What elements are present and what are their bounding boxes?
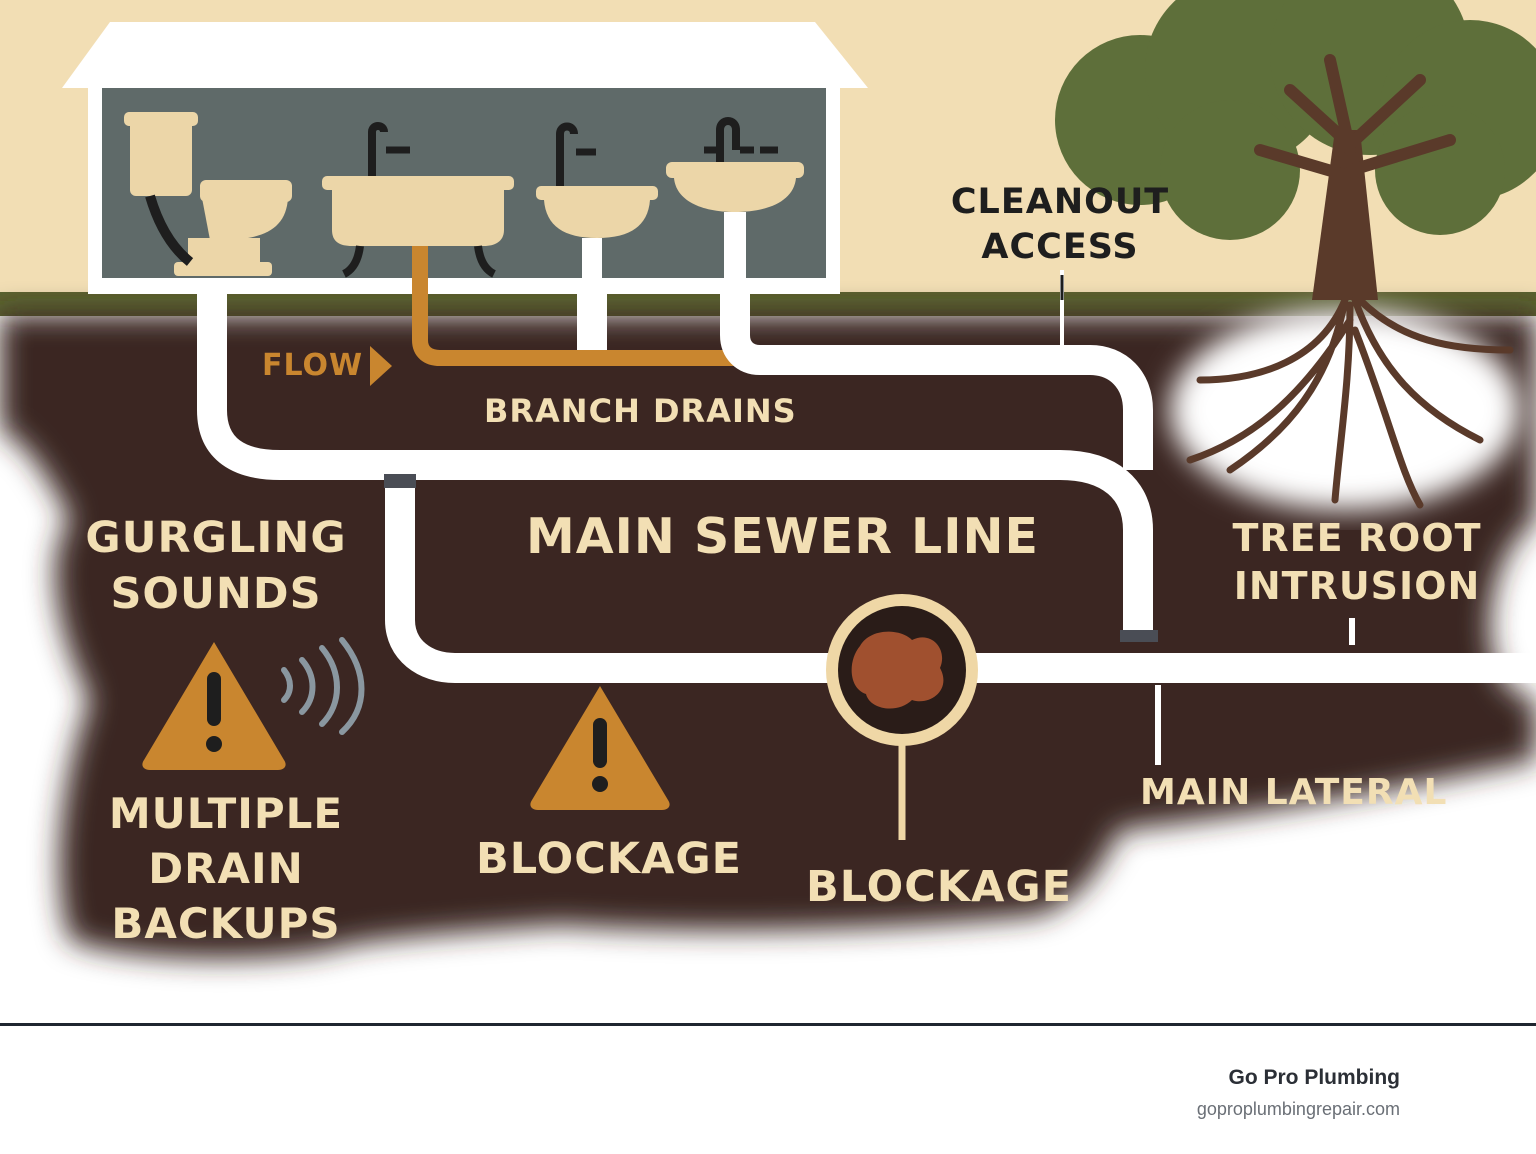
blockage-magnifier-label: BLOCKAGE bbox=[806, 862, 1073, 912]
sink-icon bbox=[666, 117, 804, 212]
toilet-icon bbox=[124, 112, 292, 276]
warning-icon bbox=[142, 642, 286, 770]
sound-waves-icon bbox=[281, 637, 365, 735]
cleanout-pipe bbox=[720, 294, 1153, 470]
magnifier-icon bbox=[826, 594, 978, 840]
bathtub-icon bbox=[322, 122, 514, 278]
grass-strip bbox=[0, 292, 1536, 316]
blockage-label: BLOCKAGE bbox=[476, 834, 743, 884]
sink-icon bbox=[536, 122, 658, 238]
tree-icon bbox=[1055, 0, 1536, 509]
flow-label: FLOW bbox=[262, 348, 364, 383]
brand-url: goproplumbingrepair.com bbox=[1196, 1099, 1400, 1119]
multiple-drain-backups-label: MULTIPLE DRAIN BACKUPS bbox=[108, 789, 344, 948]
arrow-right-icon bbox=[370, 346, 392, 386]
main-sewer-line-label: MAIN SEWER LINE bbox=[526, 508, 1039, 565]
warning-icon bbox=[530, 686, 670, 810]
cleanout-access-label: CLEANOUT ACCESS bbox=[950, 182, 1170, 267]
branch-pipe-toilet bbox=[197, 280, 1153, 640]
sewer-diagram: CLEANOUT ACCESS FLOW BRANCH DRAINS MAIN … bbox=[0, 0, 1536, 959]
main-lateral-label: MAIN LATERAL bbox=[1140, 772, 1448, 813]
house-roof bbox=[62, 22, 868, 88]
branch-drains-label: BRANCH DRAINS bbox=[484, 392, 797, 430]
gurgling-sounds-label: GURGLING SOUNDS bbox=[85, 513, 347, 619]
footer-divider bbox=[0, 1023, 1536, 1026]
main-sewer-pipe bbox=[385, 480, 1536, 683]
brand-name: Go Pro Plumbing bbox=[1228, 1066, 1401, 1089]
diagram-art bbox=[0, 0, 1536, 959]
tree-root-intrusion-label: TREE ROOT INTRUSION bbox=[1232, 516, 1482, 608]
flow-pipe bbox=[412, 246, 735, 366]
